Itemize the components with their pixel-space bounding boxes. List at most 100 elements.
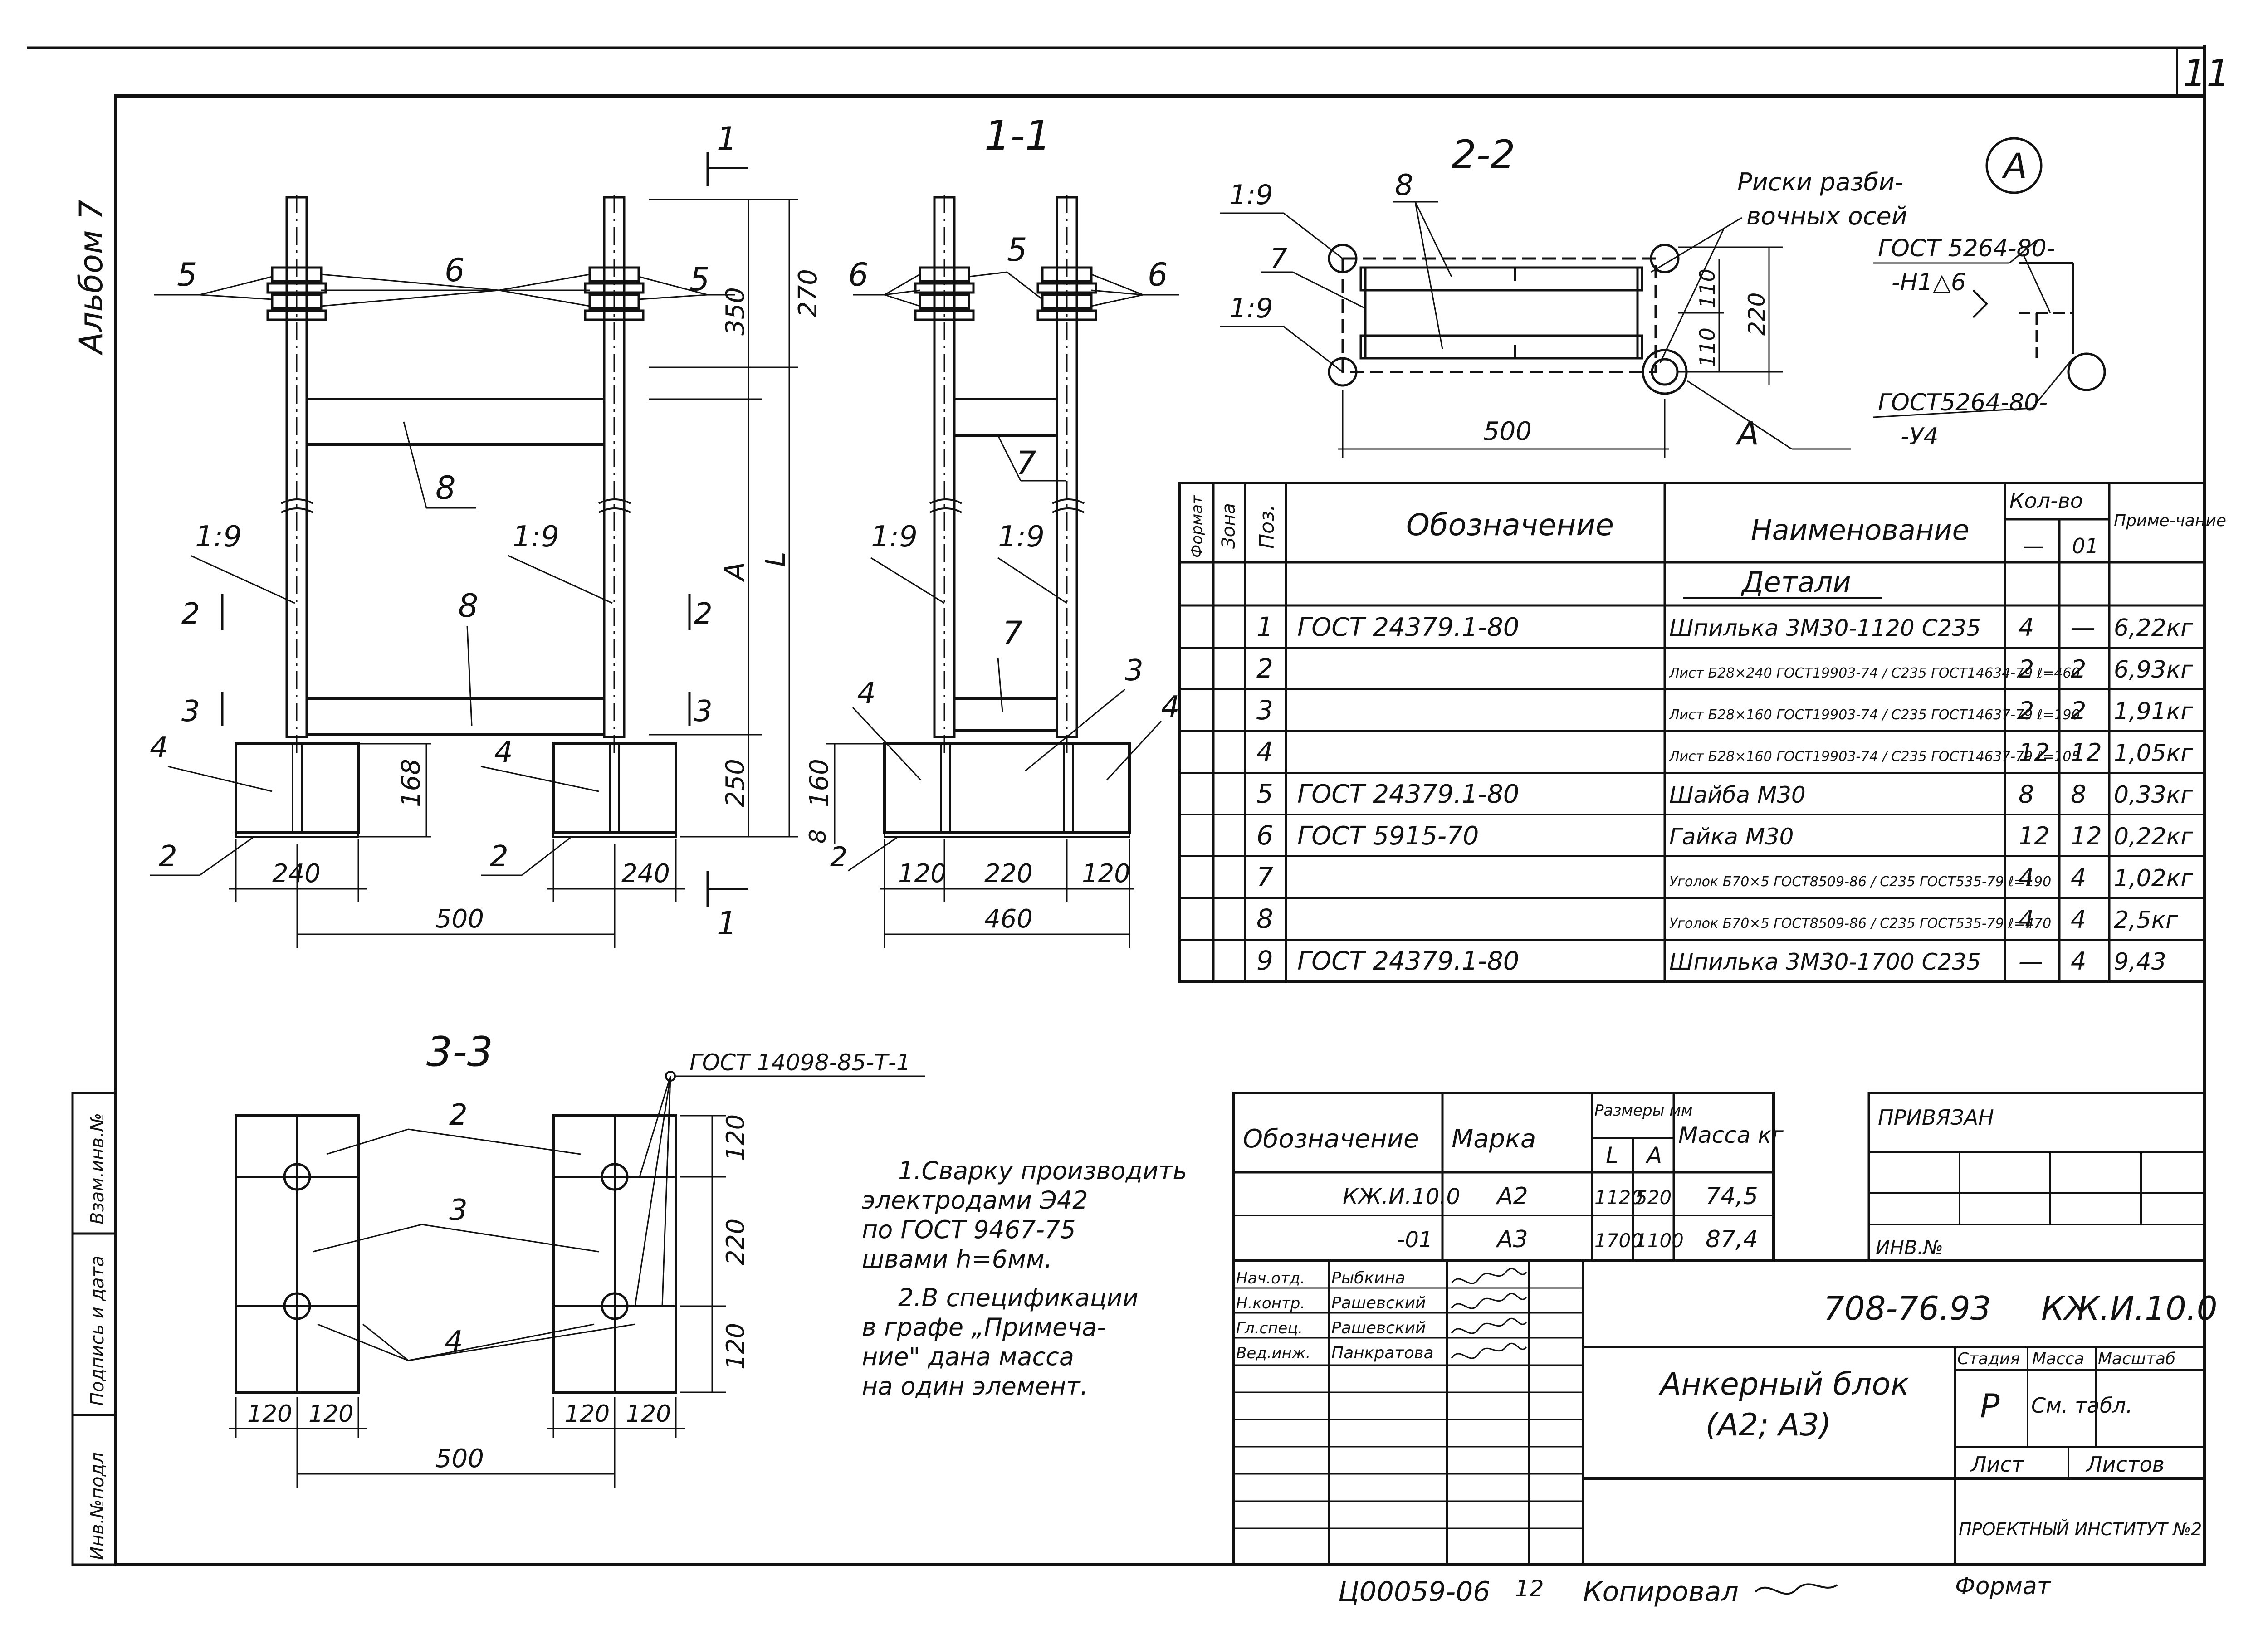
s33-dim-120-top: 120: [721, 1114, 750, 1161]
spec-row-qty-b: —: [2071, 613, 2095, 642]
note-2-line-1: 2.В спецификации: [898, 1283, 1139, 1312]
tb-name-3: Рашевский: [1331, 1319, 1426, 1337]
var-header-designation: Обозначение: [1243, 1124, 1419, 1154]
note-2-line-4: на один элемент.: [862, 1372, 1088, 1400]
note-1-line-3: по ГОСТ 9467-75: [862, 1215, 1076, 1244]
stage-value: Р: [1980, 1387, 2000, 1425]
spec-header-note: Приме-чание: [2114, 512, 2226, 530]
dim-500-front: 500: [435, 904, 484, 934]
spec-row-note: 9,43: [2114, 948, 2166, 976]
format-label: Формат: [1955, 1573, 2052, 1600]
spec-row-qty-a: 4: [2019, 905, 2034, 934]
gost-weld-bottom2: -У4: [1901, 423, 1939, 450]
s33-dim-120-bottom: 120: [721, 1323, 750, 1370]
pos-2-label-right: 2: [490, 840, 508, 873]
s11-pos-6-right: 6: [1148, 256, 1168, 293]
var-header-A: А: [1645, 1142, 1662, 1169]
s33-dim-500: 500: [435, 1444, 484, 1473]
spec-row-name: Уголок Б70×5 ГОСТ8509-86 / С235 ГОСТ535-…: [1669, 916, 2051, 932]
note-1-line-2: электродами Э42: [862, 1186, 1088, 1215]
spec-header-pos: Поз.: [1256, 505, 1279, 549]
privyazan-label: ПРИВЯЗАН: [1878, 1105, 1994, 1130]
dim-L-front: L: [760, 552, 792, 567]
spec-row-pos: 8: [1256, 903, 1273, 934]
spec-row-qty-a: 2: [2019, 655, 2034, 683]
spec-row-name: Шпилька 3М30-1700 С235: [1669, 949, 1981, 975]
copied-label: Копировал: [1583, 1576, 1739, 1608]
s33-dim-120-d: 120: [626, 1400, 671, 1428]
side-label-vzam: Взам.инв.№: [87, 1113, 108, 1224]
spec-row-name: Лист Б28×160 ГОСТ19903-74 / С235 ГОСТ146…: [1669, 749, 2080, 765]
s33-dim-120-b: 120: [308, 1400, 353, 1428]
tb-role-3: Гл.спец.: [1236, 1319, 1303, 1337]
var-row1-designation: КЖ.И.10.0: [1343, 1184, 1460, 1210]
spec-row-pos: 1: [1256, 611, 1273, 642]
var-row1-mass: 74,5: [1706, 1183, 1758, 1210]
signature-4: [1451, 1342, 1527, 1359]
sheet-label: Лист: [1970, 1452, 2024, 1477]
var-header-mass: Масса кг: [1678, 1122, 1784, 1148]
s11-pos-2: 2: [830, 841, 847, 873]
s22-slope-bottom: 1:9: [1229, 293, 1273, 324]
s33-dim-220: 220: [721, 1219, 750, 1265]
var-row2-A: 1100: [1635, 1229, 1684, 1252]
s11-pos-6-left: 6: [848, 256, 869, 293]
pos-6-label: 6: [445, 252, 465, 289]
pos-4-label-left: 4: [150, 731, 168, 765]
section-1-1: [826, 195, 1179, 948]
signature-2: [1451, 1293, 1527, 1309]
inv-no-label: ИНВ.№: [1876, 1236, 1943, 1258]
notes: 1.Сварку производить электродами Э42 по …: [862, 1156, 1187, 1400]
var-header-mark: Марка: [1452, 1124, 1536, 1154]
s11-pos-3: 3: [1125, 654, 1144, 688]
spec-row-qty-b: 8: [2071, 780, 2086, 809]
var-row1-L: 1120: [1594, 1186, 1643, 1209]
spec-table-grid: [1178, 482, 2206, 983]
risk-label-line1: Риски разби-: [1737, 168, 1903, 196]
s11-dim-220: 220: [984, 859, 1033, 888]
view-1-1-title: 1-1: [984, 112, 1051, 160]
side-label-inv: Инв.№подл: [87, 1452, 108, 1560]
note-1-line-1: 1.Сварку производить: [898, 1156, 1187, 1185]
spec-row-qty-a: 8: [2019, 780, 2034, 809]
page-number: 11: [2183, 52, 2230, 95]
detail-a: [1873, 137, 2106, 418]
spec-row-pos: 2: [1256, 653, 1273, 684]
s11-pos-7-top: 7: [1016, 444, 1036, 482]
spec-row-qty-a: 4: [2019, 613, 2034, 642]
spec-row-qty-b: 4: [2071, 947, 2086, 976]
spec-row-qty-b: 12: [2071, 738, 2102, 767]
spec-row-name: Гайка М30: [1669, 824, 1794, 850]
var-row2-L: 1700: [1594, 1229, 1643, 1252]
tb-role-1: Нач.отд.: [1236, 1269, 1305, 1288]
spec-row-pos: 5: [1256, 778, 1273, 809]
mass-label: Масса: [2032, 1350, 2084, 1368]
spec-row-pos: 4: [1256, 737, 1273, 767]
spec-header-format: Формат: [1188, 495, 1206, 558]
sheets-label: Листов: [2086, 1452, 2165, 1477]
section-3-3: [229, 1071, 925, 1488]
spec-row-qty-a: —: [2019, 947, 2043, 976]
spec-row-designation: ГОСТ 24379.1-80: [1297, 780, 1519, 809]
section-3-mark-right: 3: [694, 695, 713, 728]
album-label: Альбом 7: [73, 200, 110, 356]
detail-a-mark: А: [2001, 146, 2027, 186]
spec-row-designation: ГОСТ 5915-70: [1297, 821, 1479, 851]
dim-A-front: А: [719, 562, 751, 582]
var-row2-mark: А3: [1496, 1226, 1528, 1253]
var-row2-designation: -01: [1397, 1227, 1432, 1253]
var-header-sizes: Размеры мм: [1594, 1102, 1693, 1120]
s33-pos-2: 2: [449, 1098, 468, 1132]
note-2-line-3: ние" дана масса: [862, 1342, 1074, 1371]
bottom-stamp: Ц00059-06 12 Копировал Формат: [1338, 1573, 2052, 1608]
spec-row-note: 2,5кг: [2114, 907, 2178, 934]
spec-row-qty-b: 4: [2071, 905, 2086, 934]
signature-1: [1451, 1268, 1527, 1284]
dim-8: 8: [805, 829, 831, 844]
title-block-text: ПРИВЯЗАН ИНВ.№ Нач.отд. Рыбкина Н.контр.…: [1236, 1105, 2218, 1539]
side-label-sign: Подпись и дата: [87, 1256, 108, 1406]
s11-dim-120-right: 120: [1082, 859, 1130, 888]
spec-row-qty-a: 4: [2019, 863, 2034, 892]
s11-slope-right: 1:9: [998, 520, 1045, 554]
